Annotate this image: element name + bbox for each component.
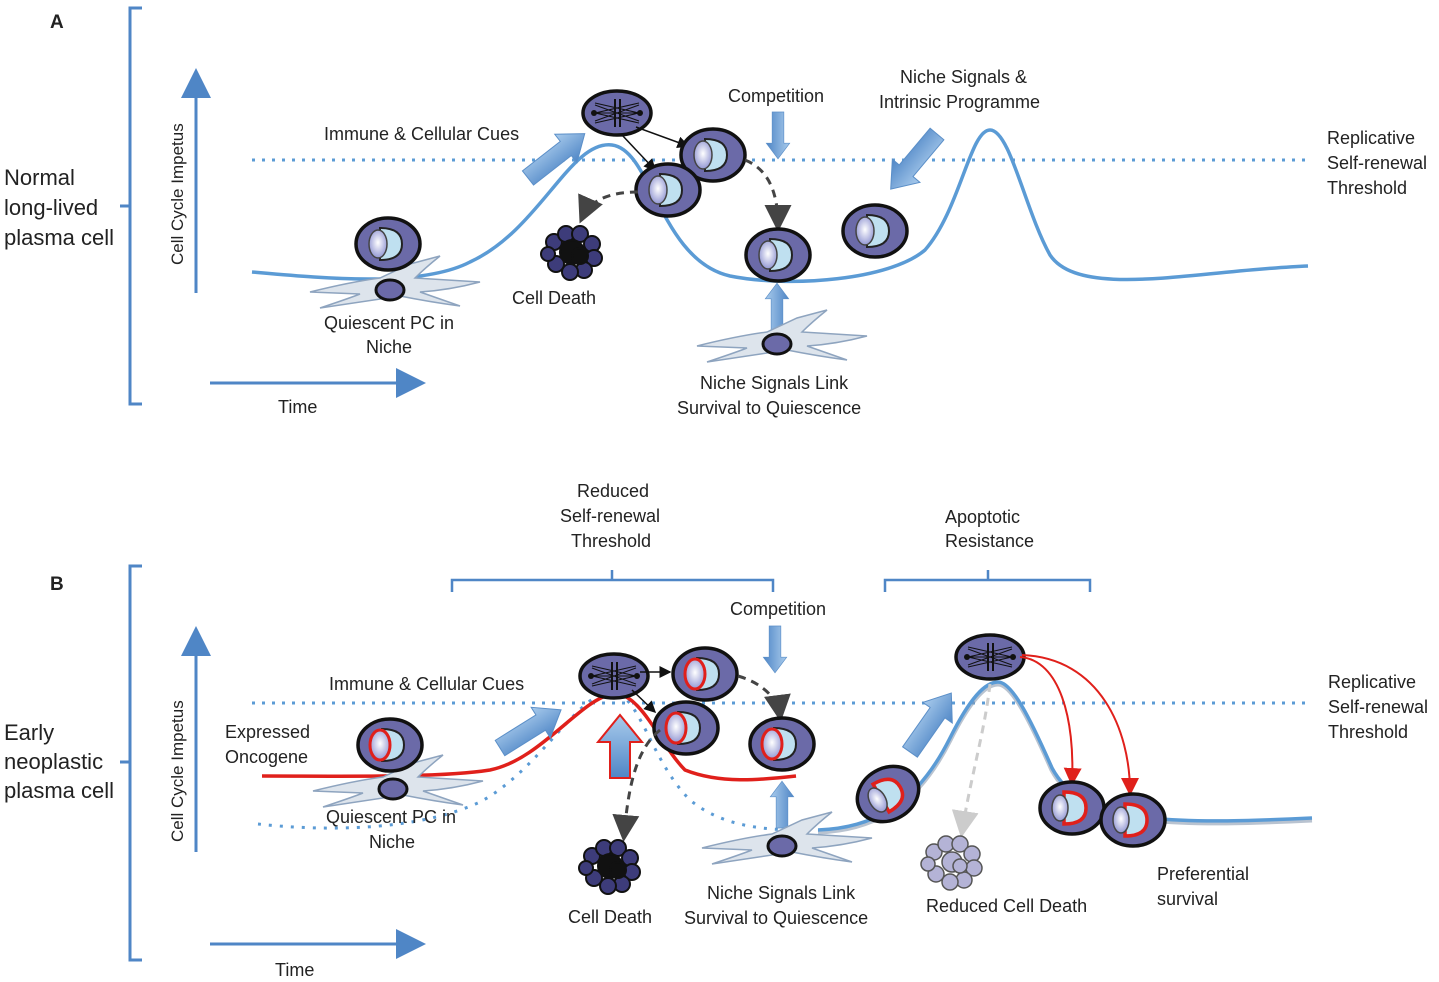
panel-a-niche-link-label-1: Niche Signals Link [700,373,849,393]
panel-a-threshold-label-1: Replicative [1327,128,1415,148]
panel-b-competition-label: Competition [730,599,826,619]
panel-b-reduced-label-3: Threshold [571,531,651,551]
panel-b-daughter-cell-1 [671,646,739,702]
panel-b-apoptotic-label-1: Apoptotic [945,507,1020,527]
panel-b-side-label-1: Early [4,720,54,745]
panel-b-apoptotic-bracket [883,570,1092,592]
panel-a-side-label-1: Normal [4,165,75,190]
panel-b-survivor-cell-2 [1099,792,1167,848]
panel-b-preferential-label-2: survival [1157,889,1218,909]
panel-a-survival-arrow [744,158,792,232]
panel-a-daughter-cell-2 [634,162,702,218]
panel-b: B Early neoplastic plasma cell Cell Cycl… [4,481,1428,980]
panel-b-reduced-label-2: Self-renewal [560,506,660,526]
panel-b-letter: B [50,574,64,595]
panel-b-oncogene-label-2: Oncogene [225,747,308,767]
panel-b-preferential-label-1: Preferential [1157,864,1249,884]
panel-b-side-label-3: plasma cell [4,778,114,803]
panel-b-rising-arrow [894,682,967,763]
panel-b-division-arrow-2 [631,689,657,714]
panel-b-y-axis-label: Cell Cycle Impetus [168,700,187,842]
panel-a-division-arrow-2 [621,134,657,172]
panel-a-threshold-label-2: Self-renewal [1327,153,1427,173]
panel-b-x-axis-label: Time [275,960,314,980]
panel-a-cell-cycle-curve [251,128,1309,284]
panel-b-bracket [120,564,142,962]
panel-b-reduced-threshold-bracket [450,570,775,592]
panel-a-niche-intrinsic-label-1: Niche Signals & [900,67,1027,87]
panel-a-division-arrow-1 [635,126,690,149]
panel-b-niche-support-arrow [769,780,795,829]
panel-a-bracket [120,6,142,406]
panel-a-threshold-label-3: Threshold [1327,178,1407,198]
panel-a-side-label-2: long-lived [4,195,98,220]
panel-a-niche-link-label-2: Survival to Quiescence [677,398,861,418]
panel-a-immune-label: Immune & Cellular Cues [324,124,519,144]
panel-b-threshold-label-2: Self-renewal [1328,697,1428,717]
panel-b-competition-arrow [762,625,788,674]
panel-a-quiescent-label-2: Niche [366,337,412,357]
panel-b-quiescent-label-1: Quiescent PC in [326,807,456,827]
panel-a-surviving-cell [744,227,812,283]
panel-b-threshold-label-1: Replicative [1328,672,1416,692]
panel-a-niche-intrinsic-label-2: Intrinsic Programme [879,92,1040,112]
panel-b-survivor-cell-1 [1038,780,1106,836]
panel-b-reduced-label-1: Reduced [577,481,649,501]
panel-a-y-axis-label: Cell Cycle Impetus [168,123,187,265]
panel-b-surviving-cell [748,716,816,772]
panel-b-red-arrow-2 [1021,654,1139,796]
panel-a-quiescent-label-1: Quiescent PC in [324,313,454,333]
panel-b-niche-link-label-1: Niche Signals Link [707,883,856,903]
panel-b-cell-death-label: Cell Death [568,907,652,927]
panel-a-death-arrow [578,190,639,224]
panel-b-side-label-2: neoplastic [4,749,103,774]
panel-b-quiescent-cell [356,717,424,773]
panel-a-competition-arrow [765,111,791,160]
panel-a-dead-cell [540,225,603,281]
panel-b-daughter-cell-2 [652,700,720,756]
panel-b-survival-arrow [737,674,791,722]
panel-a: A Normal long-lived plasma cell Cell Cyc… [4,6,1427,418]
panel-b-escaping-cell [845,753,931,835]
panel-b-reduced-death-label: Reduced Cell Death [926,896,1087,916]
panel-a-cell-death-label: Cell Death [512,288,596,308]
panel-b-reduced-threshold-arrow [595,713,645,779]
panel-b-quiescent-label-2: Niche [369,832,415,852]
panel-b-reduced-death-arrow [951,683,992,838]
panel-b-niche-link-label-2: Survival to Quiescence [684,908,868,928]
panel-a-returning-cell [841,203,909,259]
panel-b-apoptotic-label-2: Resistance [945,531,1034,551]
panel-b-dead-cell [578,839,641,895]
panel-b-red-arrow-1 [1019,656,1082,786]
panel-b-dividing-cell-2 [954,633,1026,681]
panel-b-death-arrow [612,728,661,842]
panel-b-threshold-label-3: Threshold [1328,722,1408,742]
panel-b-immune-label: Immune & Cellular Cues [329,674,524,694]
panel-b-oncogene-label-1: Expressed [225,722,310,742]
panel-a-x-axis-label: Time [278,397,317,417]
panel-a-letter: A [50,12,64,33]
panel-a-competition-label: Competition [728,86,824,106]
panel-a-quiescent-cell [354,216,422,272]
panel-b-reduced-dead-cell [920,835,983,891]
panel-a-side-label-3: plasma cell [4,225,114,250]
panel-b-dividing-cell [578,652,650,700]
panel-a-niche-intrinsic-arrow [876,121,952,202]
